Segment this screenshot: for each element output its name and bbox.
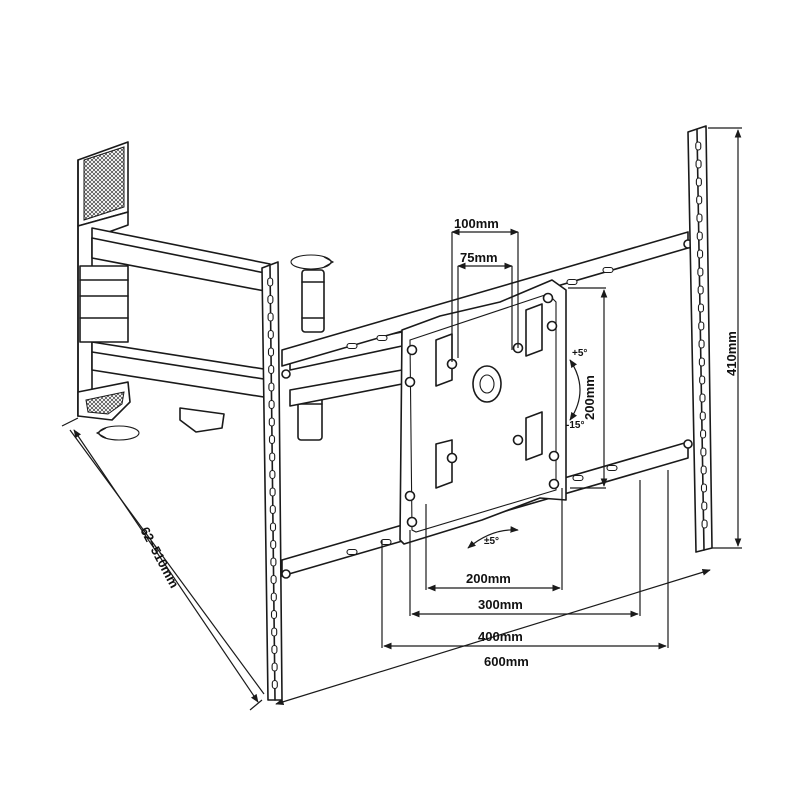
rail-slot bbox=[697, 267, 704, 277]
left-rail bbox=[261, 261, 283, 701]
mount-hole bbox=[404, 490, 416, 502]
vesa-plate bbox=[399, 279, 567, 545]
rail-slot bbox=[268, 382, 275, 392]
rail-slot bbox=[267, 312, 274, 322]
rail-slot bbox=[698, 357, 705, 367]
vesa-75-label: 75mm bbox=[460, 250, 498, 265]
rail-slot bbox=[695, 159, 702, 169]
rail-slot bbox=[572, 474, 584, 482]
rail-slot bbox=[271, 662, 278, 672]
rail-slot bbox=[267, 294, 274, 305]
width-200-label: 200mm bbox=[466, 571, 511, 586]
rail-slot bbox=[380, 538, 392, 546]
width-300-label: 300mm bbox=[478, 597, 523, 612]
level-label: ±5° bbox=[484, 536, 499, 547]
rail-slot bbox=[606, 464, 618, 472]
rail-slot bbox=[268, 434, 276, 445]
rail-slot bbox=[696, 213, 703, 223]
height-200-label: 200mm bbox=[582, 375, 597, 420]
rail-slot bbox=[271, 644, 278, 655]
rail-slot bbox=[698, 321, 705, 331]
tilt-up-label: +5° bbox=[572, 348, 587, 359]
mount-hole bbox=[548, 478, 560, 490]
right-rail bbox=[687, 125, 713, 553]
wall-plate bbox=[77, 141, 225, 433]
rail-slot bbox=[267, 329, 274, 340]
rail-slot bbox=[566, 278, 578, 286]
rail-slot bbox=[698, 339, 705, 349]
rail-slot bbox=[701, 501, 708, 511]
mount-hole bbox=[546, 320, 558, 332]
rail-slot bbox=[701, 519, 708, 529]
width-400-label: 400mm bbox=[478, 629, 523, 644]
rail-slot bbox=[697, 303, 705, 313]
rail-slot bbox=[268, 364, 275, 375]
mount-hole bbox=[404, 376, 416, 388]
mount-hole bbox=[542, 292, 554, 304]
rail-slot bbox=[271, 679, 278, 690]
rail-slot bbox=[696, 195, 703, 205]
rail-slot bbox=[346, 548, 358, 556]
mount-hole bbox=[406, 344, 418, 356]
rail-slot bbox=[346, 342, 358, 350]
rail-slot bbox=[270, 574, 277, 585]
rail-slot bbox=[269, 452, 276, 462]
rail-slot bbox=[267, 347, 275, 357]
rail-slot bbox=[699, 393, 706, 403]
tilt-down-label: -15° bbox=[566, 420, 584, 431]
rail-slot bbox=[602, 266, 614, 274]
rail-slot bbox=[700, 429, 707, 439]
rail-slot bbox=[271, 627, 278, 637]
rail-slot bbox=[270, 592, 277, 602]
rail-slot bbox=[269, 469, 276, 480]
rail-slot bbox=[699, 411, 706, 421]
rail-slot bbox=[700, 483, 708, 493]
rail-slot bbox=[270, 557, 277, 567]
rail-slot bbox=[700, 447, 707, 457]
vesa-100-label: 100mm bbox=[454, 216, 499, 231]
rail-slot bbox=[697, 285, 704, 295]
rail-slot bbox=[696, 231, 703, 241]
height-410-label: 410mm bbox=[724, 331, 739, 376]
mount-hole bbox=[406, 516, 418, 528]
rail-slot bbox=[699, 375, 706, 385]
rail-slot bbox=[269, 522, 277, 532]
extension-label: 62~510mm bbox=[137, 524, 182, 590]
width-600-label: 600mm bbox=[484, 654, 529, 669]
rail-slot bbox=[270, 539, 277, 550]
rail-slot bbox=[268, 399, 275, 410]
rail-slot bbox=[695, 177, 702, 187]
mount-hole bbox=[548, 450, 560, 462]
rail-slot bbox=[269, 487, 276, 497]
mount-hole bbox=[512, 434, 524, 446]
rail-slot bbox=[269, 504, 276, 515]
rail-slot bbox=[700, 465, 707, 475]
rail-slot bbox=[270, 609, 278, 620]
rail-slot bbox=[268, 417, 275, 427]
rail-slot bbox=[697, 249, 704, 259]
rail-slot bbox=[376, 334, 388, 342]
mount-hole bbox=[446, 452, 458, 464]
rail-slot bbox=[695, 141, 702, 151]
dimension-lines bbox=[61, 127, 742, 711]
rail-slot bbox=[267, 277, 274, 287]
